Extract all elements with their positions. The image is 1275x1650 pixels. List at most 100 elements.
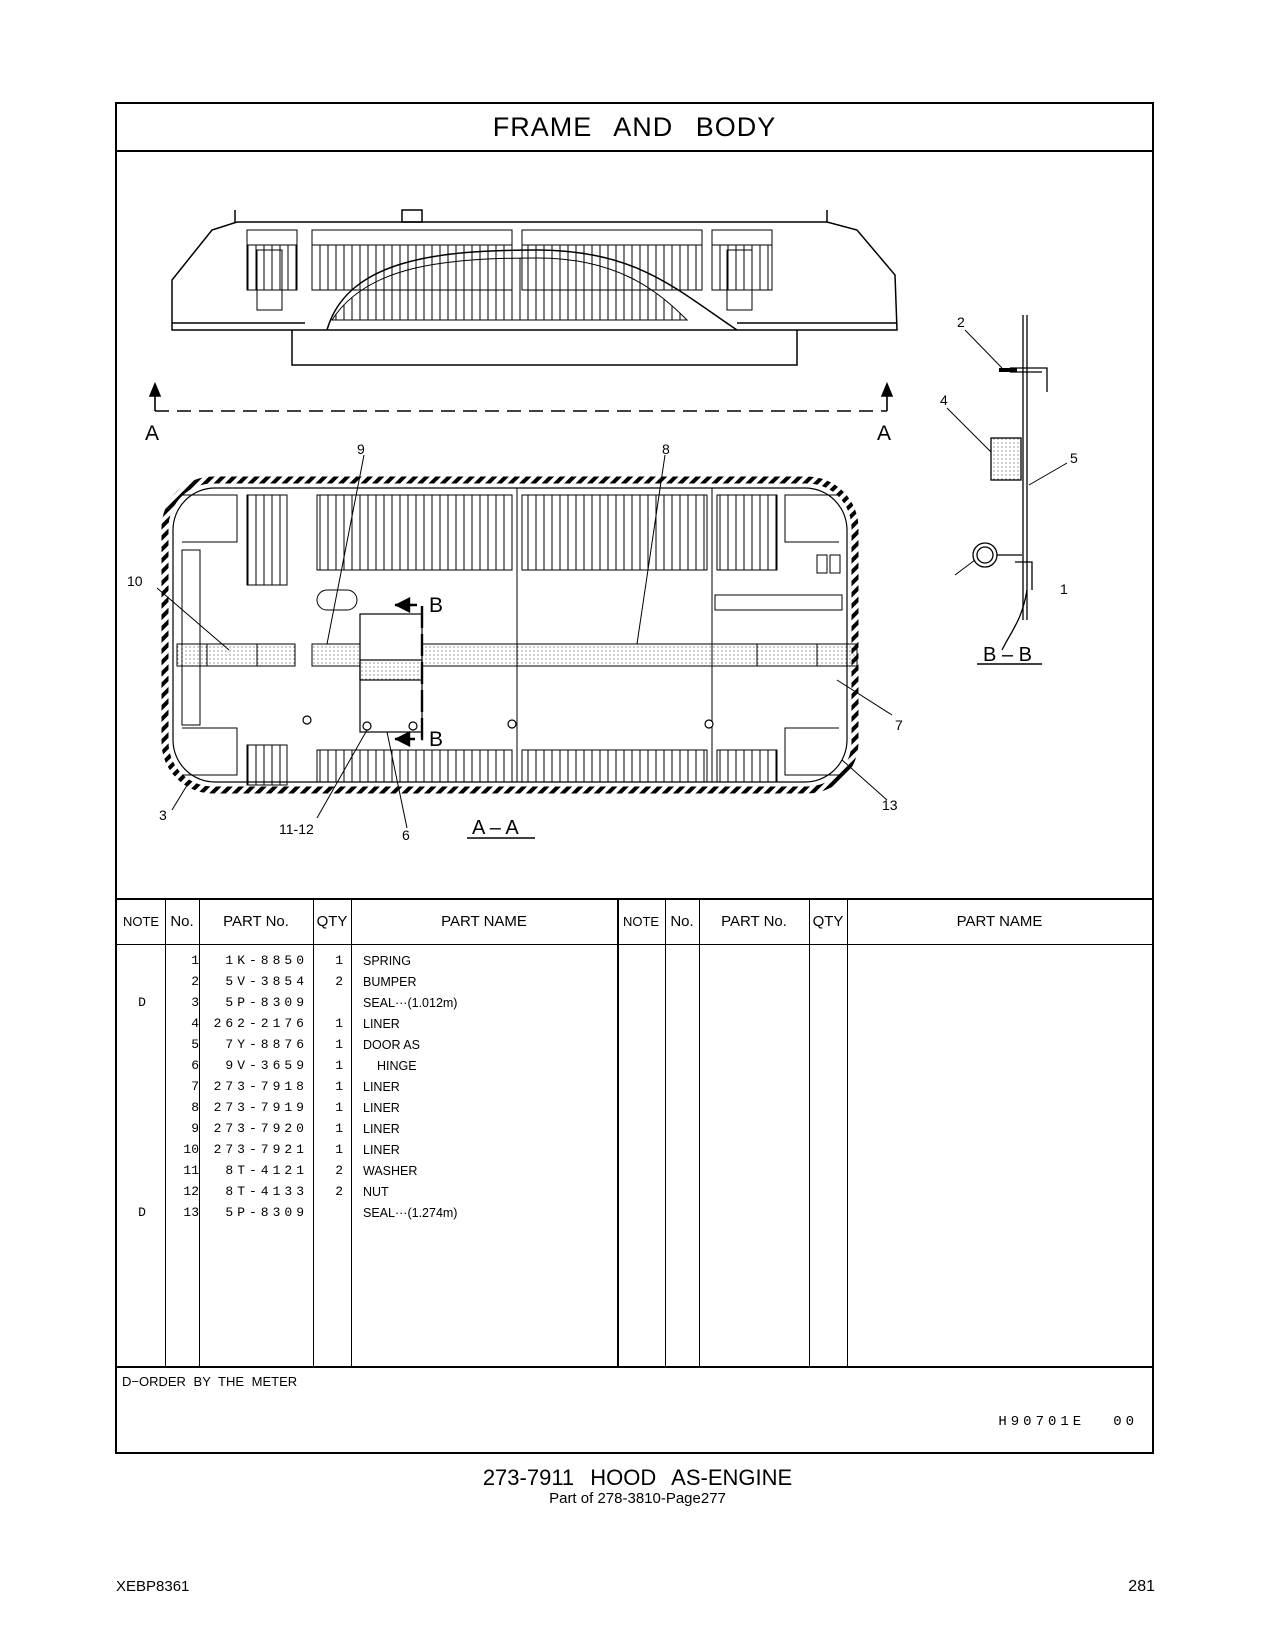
table-row: 8 273-7919 1 LINER	[117, 1097, 612, 1119]
callout-8: 8	[662, 441, 670, 457]
header-no-left: No.	[170, 913, 194, 930]
cell-no: 7	[191, 1079, 199, 1094]
cell-part-no: 9V-3659	[225, 1058, 308, 1073]
cell-no: 11	[183, 1163, 199, 1178]
table-row: 6 9V-3659 1 HINGE	[117, 1055, 612, 1077]
cell-part-no: 273-7918	[213, 1079, 308, 1094]
cell-qty: 1	[335, 1079, 343, 1094]
parts-drawing: A A	[117, 150, 1152, 898]
hood-illustration: A A	[127, 209, 1078, 843]
cell-name: LINER	[363, 1122, 400, 1136]
page-number: 281	[1128, 1578, 1155, 1595]
cell-no: 2	[191, 974, 199, 989]
section-label-b-bottom: B	[429, 728, 443, 751]
cell-name: LINER	[363, 1101, 400, 1115]
cell-qty: 1	[335, 1121, 343, 1136]
header-no-right: No.	[670, 913, 694, 930]
callout-3: 3	[159, 807, 167, 823]
cell-name: LINER	[363, 1080, 400, 1094]
cell-no: 1	[191, 953, 199, 968]
cell-no: 9	[191, 1121, 199, 1136]
cell-part-no: 8T-4121	[225, 1163, 308, 1178]
section-label-a-right: A	[877, 422, 891, 445]
cell-part-no: 273-7919	[213, 1100, 308, 1115]
table-row: 2 5V-3854 2 BUMPER	[117, 971, 612, 993]
table-row: D 3 5P-8309 SEAL···(1.012m)	[117, 992, 612, 1014]
header-part-name-right: PART NAME	[956, 913, 1043, 930]
cell-no: 12	[183, 1184, 199, 1199]
footnote: D−ORDER BY THE METER	[122, 1374, 298, 1389]
cell-part-no: 273-7920	[213, 1121, 308, 1136]
cell-qty: 2	[335, 974, 343, 989]
cell-name: SEAL···(1.012m)	[363, 996, 458, 1010]
cell-name: SEAL···(1.274m)	[363, 1206, 458, 1220]
header-qty-right: QTY	[812, 913, 844, 930]
table-row: 5 7Y-8876 1 DOOR AS	[117, 1034, 612, 1056]
cell-qty: 1	[335, 1100, 343, 1115]
cell-no: 4	[191, 1016, 199, 1031]
doc-id: XEBP8361	[116, 1578, 190, 1595]
table-row: 10 273-7921 1 LINER	[117, 1139, 612, 1161]
cell-no: 3	[191, 995, 199, 1010]
cell-part-no: 7Y-8876	[225, 1037, 308, 1052]
parts-sheet: FRAME AND BODY	[115, 102, 1154, 1454]
cell-qty: 1	[335, 1142, 343, 1157]
cell-name: LINER	[363, 1017, 400, 1031]
cell-name: NUT	[363, 1185, 389, 1199]
section-title: FRAME AND BODY	[117, 104, 1152, 152]
drawing-number: H90701E	[998, 1414, 1086, 1430]
header-note-left: NOTE	[122, 914, 160, 929]
cell-qty: 1	[335, 1058, 343, 1073]
callout-13: 13	[882, 797, 898, 813]
cell-qty: 1	[335, 1016, 343, 1031]
header-part-no-left: PART No.	[223, 913, 289, 930]
callout-5: 5	[1070, 450, 1078, 466]
cell-part-no: 262-2176	[213, 1016, 308, 1031]
cell-name: LINER	[363, 1143, 400, 1157]
callout-leaders	[156, 329, 1068, 829]
cell-name: BUMPER	[363, 975, 417, 989]
header-qty-left: QTY	[316, 913, 348, 930]
cell-name: HINGE	[377, 1059, 417, 1073]
view-label-bb: B – B	[983, 644, 1032, 666]
cell-note: D	[138, 1205, 146, 1220]
cell-name: WASHER	[363, 1164, 418, 1178]
cell-part-no: 273-7921	[213, 1142, 308, 1157]
table-row: 7 273-7918 1 LINER	[117, 1076, 612, 1098]
section-aa-view: B B	[161, 476, 859, 794]
cell-part-no: 5V-3854	[225, 974, 308, 989]
header-note-right: NOTE	[622, 914, 660, 929]
table-row: 4 262-2176 1 LINER	[117, 1013, 612, 1035]
hood-top-grilles	[246, 229, 773, 321]
callout-9: 9	[357, 441, 365, 457]
cell-qty: 2	[335, 1163, 343, 1178]
section-label-b-top: B	[429, 594, 443, 617]
callout-6: 6	[402, 827, 410, 843]
callout-1: 1	[1060, 581, 1068, 597]
parts-table: NOTE No. PART No. QTY PART NAME NOTE No.…	[117, 898, 1152, 1368]
callout-7: 7	[895, 717, 903, 733]
table-row: D 13 5P-8309 SEAL···(1.274m)	[117, 1202, 612, 1224]
header-part-name-left: PART NAME	[441, 913, 527, 930]
callout-4: 4	[940, 392, 948, 408]
table-row: 9 273-7920 1 LINER	[117, 1118, 612, 1140]
cell-part-no: 8T-4133	[225, 1184, 308, 1199]
cell-no: 8	[191, 1100, 199, 1115]
cell-no: 13	[183, 1205, 199, 1220]
cell-part-no: 5P-8309	[225, 1205, 308, 1220]
page-subtitle: Part of 278-3810-Page277	[549, 1490, 726, 1507]
cell-name: DOOR AS	[363, 1038, 420, 1052]
cell-qty: 1	[335, 1037, 343, 1052]
section-line-a	[148, 381, 894, 412]
callout-2: 2	[957, 314, 965, 330]
drawing-code: H90701E 00	[998, 1414, 1138, 1430]
header-part-no-right: PART No.	[721, 913, 787, 930]
cell-note: D	[138, 995, 146, 1010]
cell-part-no: 5P-8309	[225, 995, 308, 1010]
revision: 00	[1113, 1414, 1138, 1430]
callout-10: 10	[127, 573, 143, 589]
cell-no: 6	[191, 1058, 199, 1073]
cell-no: 5	[191, 1037, 199, 1052]
cell-no: 10	[183, 1142, 199, 1157]
